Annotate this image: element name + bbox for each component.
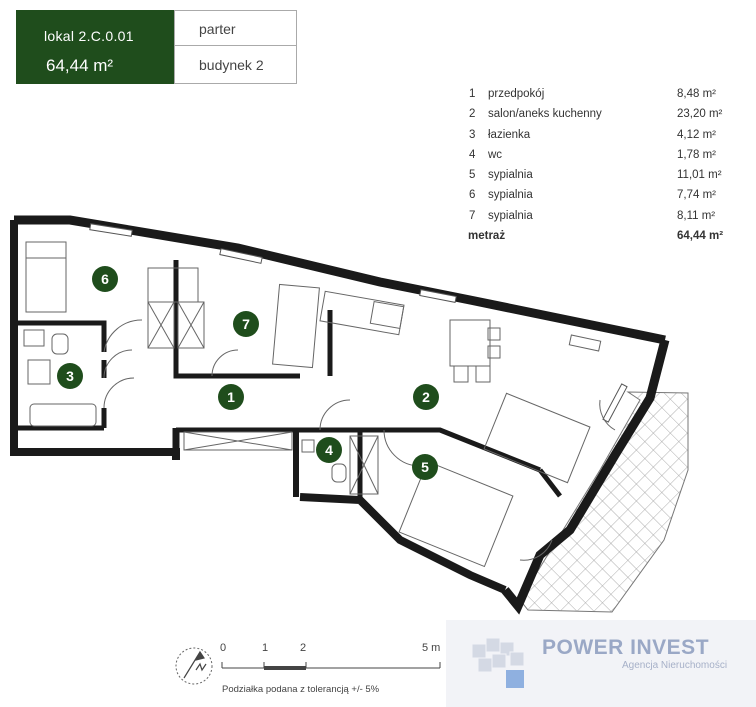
room-name: sypialnia (488, 189, 533, 202)
terrace (519, 391, 689, 613)
scale-tolerance-note: Podziałka podana z tolerancją +/- 5% (222, 684, 380, 695)
room-area: 7,74 m² (677, 189, 716, 202)
apartment-header: lokal 2.C.0.01 64,44 m² parter budynek 2 (16, 10, 297, 84)
room-area: 1,78 m² (677, 148, 716, 161)
apartment-area: 64,44 m² (46, 56, 114, 75)
room-marker-3: 3 (57, 363, 83, 389)
room-name: sypialnia (488, 209, 533, 222)
room-row: 1 przedpokój 8,48 m² (466, 84, 736, 104)
room-list: 1 przedpokój 8,48 m² 2 salon/aneks kuchenny… (466, 84, 736, 246)
building-label: budynek 2 (174, 46, 297, 84)
floor-label: parter (174, 10, 297, 46)
scale-bar: 0 1 2 5 m Podziałka podana z tolerancją … (170, 642, 450, 702)
room-number: 7 (469, 209, 476, 222)
scale-tick-0: 0 (220, 642, 227, 654)
room-area: 4,12 m² (677, 128, 716, 141)
power-invest-logo: POWER INVEST Agencja Nieruchomości (446, 620, 756, 707)
total-row: metraż 64,44 m² (466, 226, 736, 246)
room-number: 2 (469, 108, 476, 121)
apartment-number: lokal 2.C.0.01 (44, 28, 134, 44)
scale-tick-5: 5 m (422, 642, 441, 654)
total-area: 64,44 m² (677, 230, 724, 243)
room-number: 3 (469, 128, 476, 141)
room-number: 1 (469, 88, 476, 100)
room-row: 6 sypialnia 7,74 m² (466, 185, 736, 205)
scale-tick-2: 2 (300, 642, 307, 654)
room-number: 5 (469, 169, 476, 182)
room-area: 11,01 m² (677, 169, 722, 182)
logo-subtitle: Agencja Nieruchomości (622, 660, 728, 671)
room-area: 8,11 m² (677, 209, 716, 222)
scale-ruler (221, 662, 441, 670)
room-row: 5 sypialnia 11,01 m² (466, 165, 736, 185)
room-row: 7 sypialnia 8,11 m² (466, 206, 736, 226)
room-marker-7: 7 (233, 311, 259, 337)
apartment-id-block: lokal 2.C.0.01 64,44 m² (16, 10, 174, 84)
floor-plan (10, 215, 689, 615)
room-row: 3 łazienka 4,12 m² (466, 125, 736, 145)
compass-icon (175, 647, 213, 685)
room-row: 4 wc 1,78 m² (466, 145, 736, 165)
room-name: wc (488, 148, 503, 161)
logo-title: POWER INVEST (542, 636, 710, 659)
room-marker-6: 6 (92, 266, 118, 292)
cube-logo-icon (471, 637, 525, 688)
room-marker-5: 5 (412, 454, 438, 480)
room-name: salon/aneks kuchenny (488, 108, 602, 121)
room-area: 8,48 m² (677, 88, 716, 100)
room-name: sypialnia (488, 169, 533, 182)
room-row: 2 salon/aneks kuchenny 23,20 m² (466, 104, 736, 124)
room-marker-1: 1 (218, 384, 244, 410)
scale-tick-1: 1 (262, 642, 269, 654)
room-number: 4 (469, 148, 476, 161)
room-number: 6 (469, 189, 476, 202)
room-name: przedpokój (488, 88, 545, 100)
room-marker-2: 2 (413, 384, 439, 410)
total-label: metraż (468, 230, 506, 243)
room-area: 23,20 m² (677, 108, 723, 121)
room-name: łazienka (488, 128, 531, 141)
room-marker-4: 4 (316, 437, 342, 463)
